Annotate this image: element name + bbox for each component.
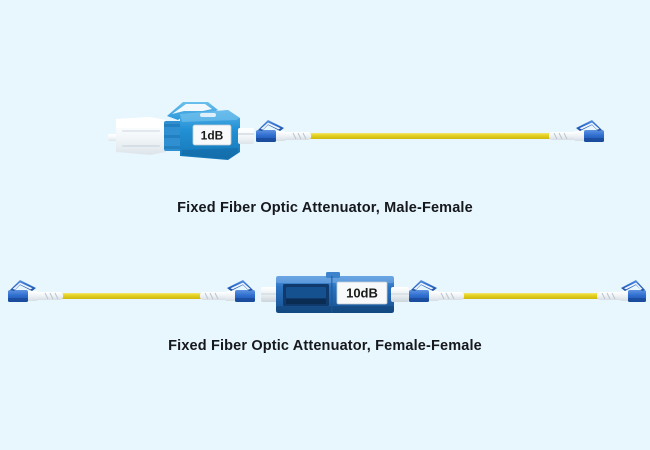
patch-cable-top xyxy=(256,120,604,142)
attenuator-male-female-illustration: 1dB xyxy=(108,102,604,160)
fiber-jacket-left xyxy=(52,293,207,299)
fiber-jacket-right xyxy=(453,293,605,299)
strain-relief-boot-right xyxy=(549,132,577,140)
attenuator-female-female-illustration: 10dB xyxy=(8,272,646,313)
attenuator-female-female-body: 10dB xyxy=(261,272,409,313)
lc-connector-bottom-right-inner xyxy=(409,280,437,302)
patch-cable-bottom-right xyxy=(409,280,646,302)
figure-female-female-caption: Fixed Fiber Optic Attenuator, Female-Fem… xyxy=(168,338,482,354)
attenuator-value-plate-10db: 10dB xyxy=(336,281,388,305)
lc-connector-bottom-right-outer xyxy=(621,280,646,302)
figure-female-female: 10dB xyxy=(0,250,650,380)
figure-male-female-caption: Fixed Fiber Optic Attenuator, Male-Femal… xyxy=(177,200,473,216)
attenuator-value-plate-1db: 1dB xyxy=(192,124,232,146)
figure-male-female: 1dB xyxy=(0,90,650,220)
lc-connector-bottom-left-outer xyxy=(8,280,36,302)
patch-cable-bottom-left xyxy=(8,280,255,302)
attenuator-value-label: 1dB xyxy=(201,129,224,143)
lc-connector-left xyxy=(256,120,284,142)
strain-relief-boot-left xyxy=(283,132,311,140)
lc-connector-right xyxy=(576,120,604,142)
lc-connector-bottom-left-inner xyxy=(227,280,255,302)
attenuator-male-female-body: 1dB xyxy=(108,102,254,160)
attenuator-value-label: 10dB xyxy=(346,286,378,301)
fiber-jacket xyxy=(300,133,560,139)
